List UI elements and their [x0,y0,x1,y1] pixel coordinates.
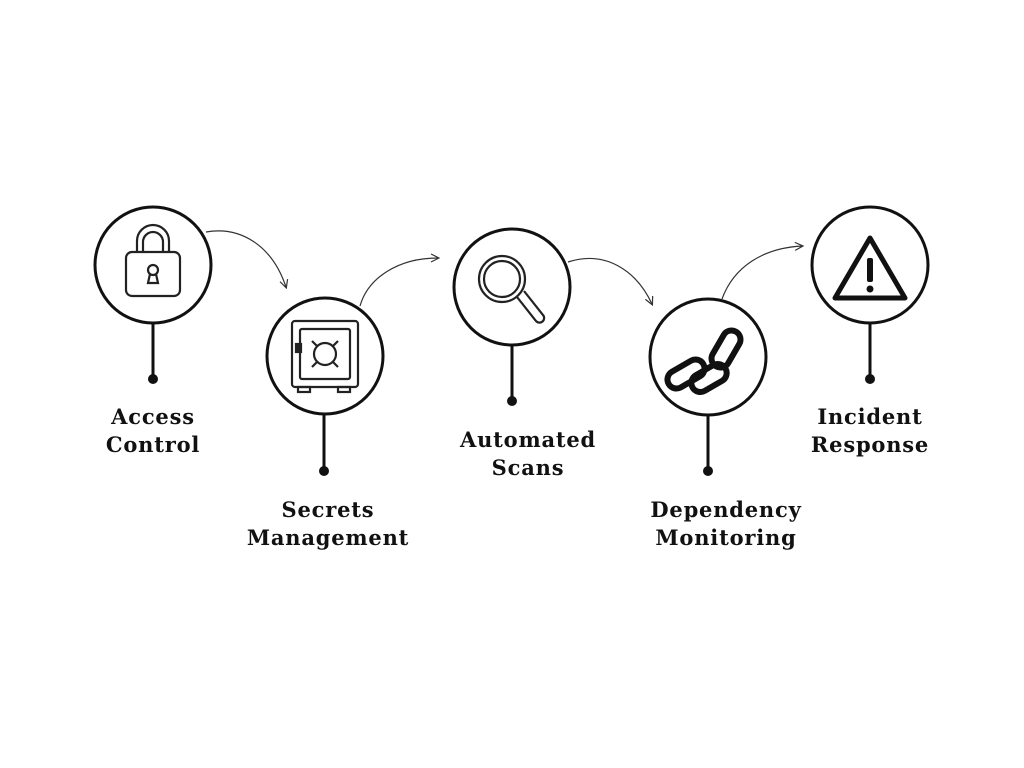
arrow-scans-to-dependency [567,257,652,304]
magnifying-glass-icon [477,254,546,324]
padlock-icon [124,223,182,298]
connector-dot [507,396,517,406]
connector-dot [865,374,875,384]
warning-triangle-icon [832,235,908,301]
connector-dot [148,374,158,384]
arrow-access-to-secrets [205,230,286,287]
step-secrets-management [265,296,385,476]
step-access-control [93,205,213,384]
label-dependency-monitoring: Dependency Monitoring [650,497,802,550]
label-automated-scans: Automated Scans [459,427,597,480]
connector-dot [319,466,329,476]
label-incident-response: Incident Response [810,404,930,457]
step-incident-response [810,205,930,384]
arrow-secrets-to-scans [359,258,438,307]
step-circle [265,296,385,416]
chain-link-icon [664,327,744,395]
step-dependency-monitoring [648,297,768,476]
step-automated-scans [452,227,572,406]
label-secrets-management: Secrets Management [246,497,410,550]
arrow-dependency-to-incident [721,246,802,300]
step-circle [648,297,768,417]
label-access-control: Access Control [105,404,201,457]
connector-dot [703,466,713,476]
step-circle [452,227,572,347]
safe-vault-icon [290,319,360,394]
